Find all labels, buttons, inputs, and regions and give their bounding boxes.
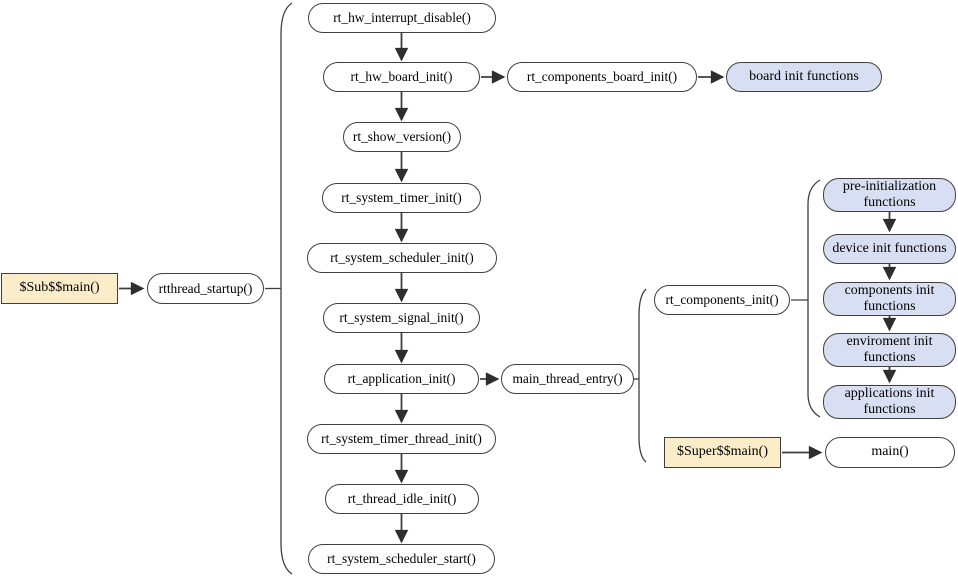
horizontal-arrows [119, 70, 823, 460]
node-rt-system-signal-init: rt_system_signal_init() [323, 303, 480, 333]
node-rt-hw-interrupt-disable: rt_hw_interrupt_disable() [308, 3, 496, 33]
node-super-main: $Super$$main() [664, 437, 781, 468]
node-rt-hw-board-init: rt_hw_board_init() [323, 62, 480, 92]
node-main-thread-entry: main_thread_entry() [501, 364, 634, 394]
node-rt-components-init: rt_components_init() [654, 285, 790, 315]
node-components-init-functions: components init functions [823, 282, 956, 316]
node-pre-initialization-functions: pre-initialization functions [823, 178, 956, 212]
bracket-init-group [807, 179, 821, 418]
node-rt-system-scheduler-start: rt_system_scheduler_start() [308, 544, 495, 574]
node-board-init-functions: board init functions [726, 62, 882, 92]
node-rt-components-board-init: rt_components_board_init() [507, 62, 697, 92]
node-rt-thread-idle-init: rt_thread_idle_init() [325, 484, 479, 514]
bracket-mainthread-group [638, 288, 647, 463]
brackets [280, 2, 821, 575]
connector-dashes [265, 287, 808, 380]
node-sub-main: $Sub$$main() [1, 273, 118, 304]
node-main: main() [825, 437, 955, 468]
node-rt-system-timer-init: rt_system_timer_init() [322, 183, 481, 213]
bracket-startup-group [280, 2, 293, 575]
node-device-init-functions: device init functions [823, 234, 956, 264]
node-rt-application-init: rt_application_init() [324, 364, 479, 394]
node-rt-show-version: rt_show_version() [343, 122, 461, 152]
node-rtthread-startup: rtthread_startup() [147, 273, 264, 304]
node-rt-system-timer-thread-init: rt_system_timer_thread_init() [307, 424, 496, 454]
node-rt-system-scheduler-init: rt_system_scheduler_init() [307, 243, 497, 273]
node-enviroment-init-functions: enviroment init functions [823, 333, 956, 367]
node-applications-init-functions: applications init functions [823, 385, 956, 419]
